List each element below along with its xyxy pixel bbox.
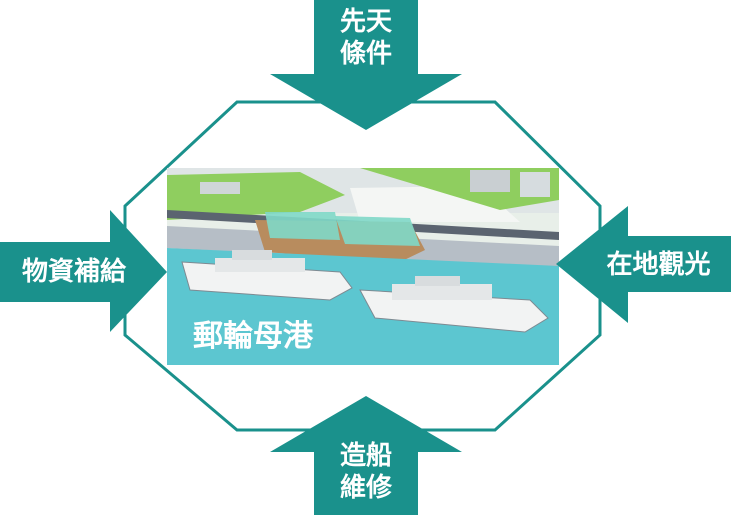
port-illustration (167, 168, 559, 365)
factor-top-label: 先天 條件 (307, 6, 425, 70)
factor-top-line2: 條件 (339, 39, 392, 69)
arrow-left (0, 210, 167, 332)
factor-top-line1: 先天 (339, 7, 392, 37)
arrow-top (270, 0, 462, 130)
factor-bottom-line2: 維修 (339, 473, 392, 503)
center-label: 郵輪母港 (193, 319, 313, 354)
factor-bottom-line1: 造船 (339, 441, 392, 471)
factor-bottom-label: 造船 維修 (307, 440, 425, 504)
arrow-right (556, 206, 731, 323)
factor-left-label: 物資補給 (21, 257, 126, 287)
factor-right-label: 在地觀光 (606, 250, 711, 280)
arrow-bottom (270, 396, 462, 515)
